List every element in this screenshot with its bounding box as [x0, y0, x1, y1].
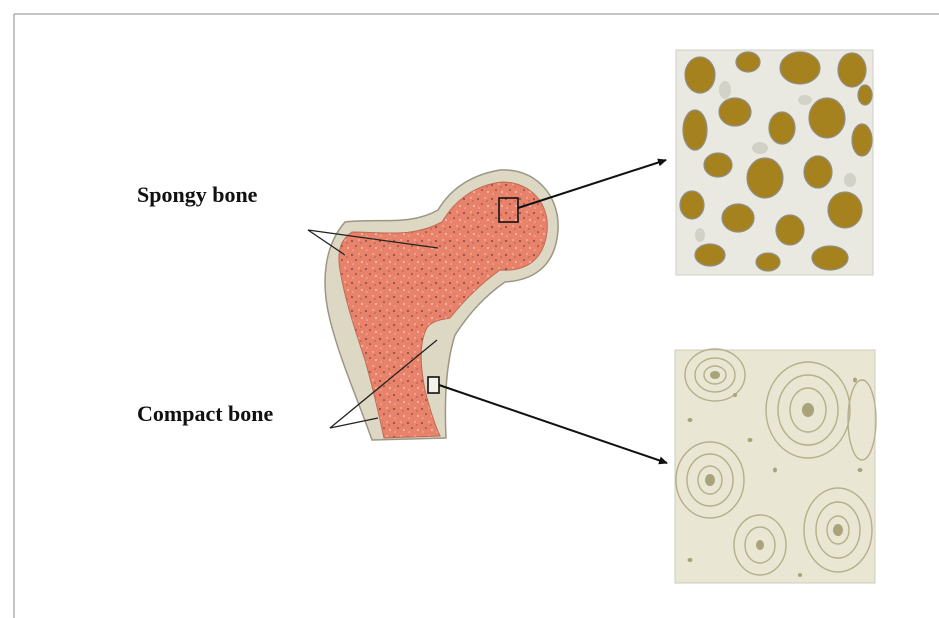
femur-cross-section-icon — [325, 170, 558, 440]
compact-bone-microstructure-image — [675, 349, 876, 583]
spongy-bone-microstructure-image — [676, 50, 873, 275]
compact-sample-box — [428, 377, 439, 393]
compact-bone-label: Compact bone — [137, 401, 273, 427]
compact-arrow — [439, 385, 667, 463]
spongy-bone-label: Spongy bone — [137, 182, 257, 208]
